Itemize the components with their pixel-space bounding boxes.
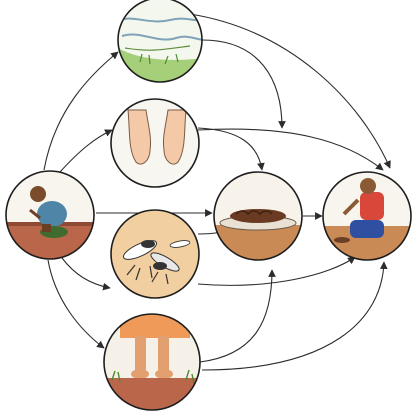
arrow-source-to-water (43, 51, 119, 171)
arrow-water-to-host (189, 13, 391, 169)
arrow-hands-to-food (197, 127, 265, 171)
arrow-source-to-hands (59, 129, 113, 173)
arrow-feet-to-food (199, 269, 276, 363)
arrows (43, 13, 391, 371)
food-plate-icon (213, 171, 303, 261)
arrow-water-to-food (201, 39, 286, 129)
flies-icon (110, 209, 200, 299)
person-eating-icon (322, 171, 412, 261)
person-defecating-icon (5, 170, 95, 260)
arrow-flies-to-host (197, 256, 356, 286)
hands-icon (110, 98, 200, 188)
arrow-hands-to-host (197, 128, 384, 171)
arrow-source-to-flies (61, 257, 111, 291)
bare-feet-icon (103, 313, 201, 411)
water-stream-icon (117, 0, 203, 83)
arrow-source-to-feet (47, 259, 105, 349)
arrow-feet-to-host (201, 261, 388, 371)
